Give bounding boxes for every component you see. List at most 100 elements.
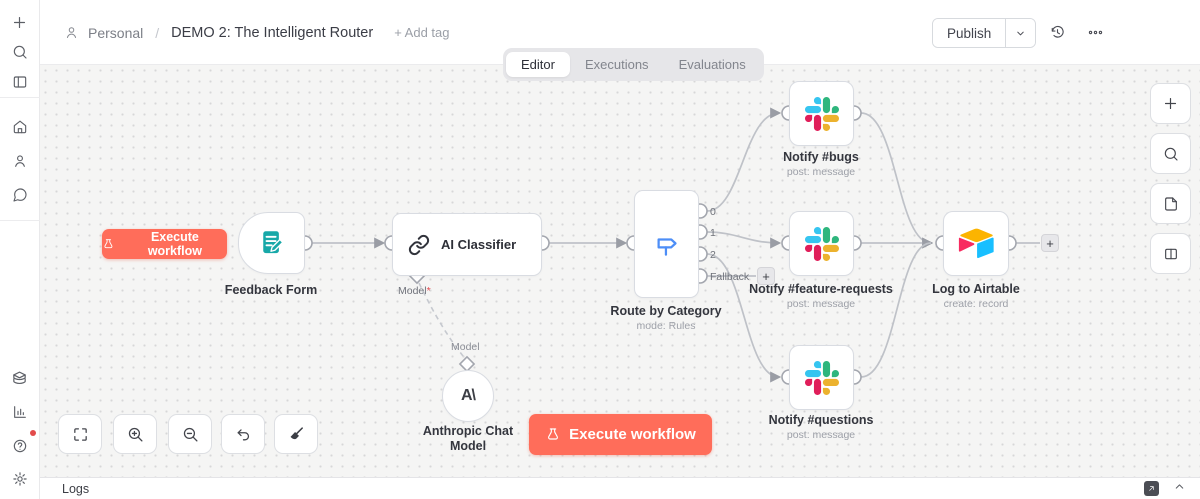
zoom-out-icon [183,427,198,442]
node-title-anthropic-line1: Anthropic Chat [422,424,514,438]
execute-workflow-label: Execute workflow [569,426,696,443]
view-tabs: Editor Executions Evaluations [503,48,764,81]
breadcrumb-separator: / [155,24,160,41]
node-title-anthropic-line2: Model [449,439,487,453]
publish-split-button: Publish [932,18,1037,48]
publish-button[interactable]: Publish [933,19,1006,47]
slack-icon [804,96,839,131]
tab-editor[interactable]: Editor [506,52,570,77]
zoom-in-button[interactable] [113,414,157,454]
node-notify-questions[interactable] [789,345,854,410]
signpost-icon [657,237,677,256]
slack-icon [804,360,839,395]
node-subtitle-notify-questions: post: message [786,429,856,441]
sidebar-search-button[interactable] [6,38,34,66]
airtable-icon [958,228,994,259]
node-title-ai-classifier: AI Classifier [441,237,517,252]
add-tag-button[interactable]: + Add tag [394,25,450,40]
sticky-note-button[interactable] [1150,183,1191,224]
help-icon [13,439,26,453]
logs-panel-bar[interactable]: Logs [40,477,1200,499]
ellipsis-icon [1088,30,1102,34]
tab-executions[interactable]: Executions [584,57,649,72]
node-notify-feature-requests[interactable] [789,211,854,276]
node-route-by-category[interactable] [634,190,699,298]
node-log-to-airtable[interactable] [943,211,1009,276]
logs-actions [1144,480,1186,498]
plus-icon [1164,97,1177,110]
undo-button[interactable] [221,414,265,454]
breadcrumb: Personal / DEMO 2: The Intelligent Route… [64,0,450,65]
expand-logs-button[interactable] [1173,480,1186,498]
sidebar-divider [0,97,40,98]
node-title-log-airtable: Log to Airtable [932,282,1020,296]
broom-icon [290,426,303,439]
execute-workflow-trigger-button[interactable]: Execute workflow [102,229,227,259]
open-logs-popout-button[interactable] [1144,481,1159,496]
node-title-notify-feature-requests: Notify #feature-requests [749,282,893,296]
tidy-up-button[interactable] [274,414,318,454]
node-anthropic-chat-model[interactable]: A\ [442,370,494,422]
node-ai-classifier[interactable]: AI Classifier [392,213,542,276]
sidebar-item-settings[interactable] [6,465,34,493]
collapse-sidebar-button[interactable] [6,68,34,96]
breadcrumb-workspace[interactable]: Personal [88,24,144,41]
node-title-notify-questions: Notify #questions [768,413,874,427]
chat-bubble-icon [12,188,27,202]
left-sidebar [0,0,40,499]
node-title-feedback-form: Feedback Form [224,283,318,297]
chevron-up-icon [1175,483,1184,489]
note-icon [1164,196,1177,211]
node-subtitle-log-airtable: create: record [943,298,1009,310]
gear-icon [12,472,27,486]
more-options-button[interactable] [1081,18,1109,46]
add-node-button[interactable] [1150,83,1191,124]
logs-title: Logs [62,481,90,496]
model-link-label: Model [451,341,480,353]
split-panel-icon [1164,248,1177,259]
sidebar-item-personal[interactable] [6,147,34,175]
node-subtitle-notify-feature-requests: post: message [786,298,856,310]
canvas-search-button[interactable] [1150,133,1191,174]
search-icon [13,45,27,59]
plus-icon [13,16,26,28]
workflow-history-button[interactable] [1043,18,1071,46]
model-port-label: Model* [398,285,431,297]
bar-chart-icon [13,406,26,418]
header-actions: Publish [930,0,1200,65]
sidebar-item-templates[interactable] [6,364,34,392]
publish-dropdown-button[interactable] [1005,19,1036,47]
fit-view-icon [73,427,87,441]
new-workflow-button[interactable] [6,8,34,36]
execute-workflow-button[interactable]: Execute workflow [529,414,712,455]
zoom-to-fit-button[interactable] [58,414,102,454]
workflow-title[interactable]: DEMO 2: The Intelligent Router [171,24,374,41]
toggle-panel-button[interactable] [1150,233,1191,274]
airtable-add-node-button[interactable]: + [1041,234,1059,252]
chevron-down-icon [1017,31,1024,35]
route-output-fallback-label: Fallback [710,271,750,283]
flask-icon [548,427,559,440]
node-title-notify-bugs: Notify #bugs [783,150,859,164]
fallback-add-node-button[interactable]: + [757,267,775,285]
history-icon [1051,25,1064,38]
sidebar-item-overview[interactable] [6,113,34,141]
sidebar-item-chat[interactable] [6,181,34,209]
node-feedback-form[interactable] [238,212,305,274]
node-title-route: Route by Category [610,304,722,318]
sidebar-divider [0,220,40,221]
route-output-0-label: 0 [710,206,716,218]
sidebar-panel-icon [13,76,26,88]
chain-link-icon [408,234,430,255]
sidebar-item-insights[interactable] [6,398,34,426]
home-icon [13,120,26,134]
notification-dot [29,430,36,436]
search-icon [1164,147,1178,161]
node-notify-bugs[interactable] [789,81,854,146]
tab-evaluations[interactable]: Evaluations [678,57,746,72]
sidebar-item-help[interactable] [6,430,36,460]
user-icon [66,27,77,38]
zoom-out-button[interactable] [168,414,212,454]
user-icon [14,155,25,167]
